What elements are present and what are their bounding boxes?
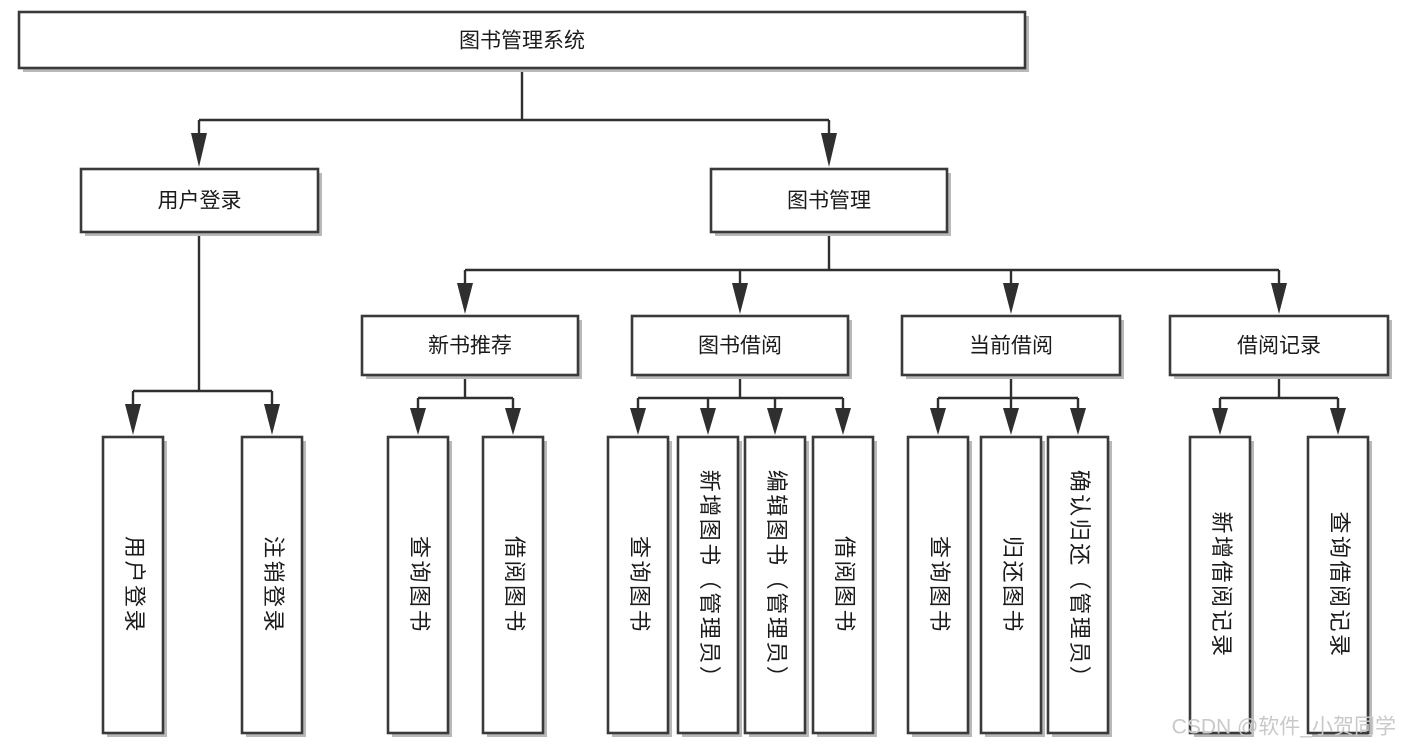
- node-root-box[interactable]: [17, 10, 1027, 70]
- leaf-query-book-borrow[interactable]: 查询图书: [606, 435, 672, 737]
- leaf-edit-book[interactable]: 编辑图书（管理员）: [743, 435, 809, 737]
- leaf-logout-box[interactable]: [240, 435, 304, 735]
- node-current-borrow[interactable]: 当前借阅: [900, 314, 1124, 379]
- leaf-add-record-label: 新增借阅记录: [1209, 511, 1234, 658]
- leaf-query-book-rec-box[interactable]: [386, 435, 450, 735]
- leaf-confirm-return-box[interactable]: [1046, 435, 1110, 735]
- leaf-return-book-box[interactable]: [979, 435, 1043, 735]
- arrow-head-book-manage: [821, 133, 837, 167]
- node-root-label: 图书管理系统: [459, 30, 585, 53]
- leaf-query-record[interactable]: 查询借阅记录: [1306, 435, 1372, 737]
- leaf-edit-book-box[interactable]: [743, 435, 807, 735]
- leaf-borrow-book-rec[interactable]: 借阅图书: [481, 435, 547, 737]
- node-book-borrow-box[interactable]: [630, 314, 850, 377]
- leaf-logout[interactable]: 注销登录: [240, 435, 306, 737]
- leaf-borrow-book-box[interactable]: [811, 435, 875, 735]
- node-book-borrow-label: 图书借阅: [698, 335, 782, 358]
- leaf-query-book-borrow-box[interactable]: [606, 435, 670, 735]
- arrow-head-leaf-logout: [264, 404, 280, 435]
- leaf-query-book-cur[interactable]: 查询图书: [906, 435, 972, 737]
- arrow-head-leaf-edit-book: [767, 408, 783, 435]
- arrow-head-leaf-query-book-cur: [930, 408, 946, 435]
- node-book-borrow[interactable]: 图书借阅: [630, 314, 852, 379]
- arrow-head-leaf-add-record: [1212, 408, 1228, 435]
- leaf-confirm-return[interactable]: 确认归还（管理员）: [1046, 435, 1112, 737]
- leaf-borrow-book[interactable]: 借阅图书: [811, 435, 877, 737]
- leaf-borrow-book-rec-box[interactable]: [481, 435, 545, 735]
- node-user-login[interactable]: 用户登录: [79, 167, 322, 236]
- leaf-return-book[interactable]: 归还图书: [979, 435, 1045, 737]
- leaf-query-book-cur-box[interactable]: [906, 435, 970, 735]
- arrow-head-leaf-query-book-borrow: [630, 408, 646, 435]
- node-borrow-record-label: 借阅记录: [1237, 335, 1321, 358]
- arrow-head-leaf-return-book: [1003, 408, 1019, 435]
- arrow-head-current-borrow: [1003, 283, 1019, 314]
- leaf-add-book-box[interactable]: [676, 435, 740, 735]
- leaf-query-book-rec-label: 查询图书: [407, 536, 432, 634]
- leaf-return-book-label: 归还图书: [1000, 536, 1025, 634]
- leaf-query-book-rec[interactable]: 查询图书: [386, 435, 452, 737]
- arrow-head-book-borrow: [732, 283, 748, 314]
- leaf-add-book-label: 新增图书（管理员）: [697, 470, 722, 691]
- leaf-borrow-book-label: 借阅图书: [832, 536, 857, 634]
- arrow-head-leaf-confirm-return: [1070, 408, 1086, 435]
- leaf-add-record[interactable]: 新增借阅记录: [1188, 435, 1254, 737]
- node-borrow-record[interactable]: 借阅记录: [1168, 314, 1392, 379]
- node-current-borrow-label: 当前借阅: [969, 335, 1053, 358]
- arrow-head-leaf-query-record: [1330, 408, 1346, 435]
- node-borrow-record-box[interactable]: [1168, 314, 1390, 377]
- arrow-head-new-book-rec: [457, 283, 473, 314]
- leaf-user-login-label: 用户登录: [122, 536, 147, 634]
- arrow-head-leaf-query-book-rec: [410, 408, 426, 435]
- leaf-user-login-box[interactable]: [101, 435, 165, 735]
- leaf-confirm-return-label: 确认归还（管理员）: [1067, 470, 1092, 691]
- leaf-query-book-cur-label: 查询图书: [927, 536, 952, 634]
- node-new-book-rec[interactable]: 新书推荐: [360, 314, 582, 379]
- node-user-login-label: 用户登录: [158, 190, 242, 213]
- csdn-watermark: CSDN @软件_小贺同学: [1172, 716, 1396, 739]
- arrow-head-leaf-user-login: [125, 404, 141, 435]
- leaf-query-record-box[interactable]: [1306, 435, 1370, 735]
- node-user-login-box[interactable]: [79, 167, 320, 234]
- node-root[interactable]: 图书管理系统: [17, 10, 1029, 72]
- leaf-user-login[interactable]: 用户登录: [101, 435, 167, 737]
- arrow-head-leaf-borrow-book: [835, 408, 851, 435]
- arrow-head-user-login: [191, 133, 207, 167]
- node-book-manage-label: 图书管理: [787, 190, 871, 213]
- connector-layer: [125, 68, 1346, 435]
- arrow-head-leaf-add-book: [700, 408, 716, 435]
- leaf-edit-book-label: 编辑图书（管理员）: [764, 470, 789, 691]
- node-book-manage-box[interactable]: [709, 167, 949, 234]
- leaf-borrow-book-rec-label: 借阅图书: [502, 536, 527, 634]
- node-new-book-rec-box[interactable]: [360, 314, 580, 377]
- node-book-manage[interactable]: 图书管理: [709, 167, 951, 236]
- node-new-book-rec-label: 新书推荐: [428, 335, 512, 358]
- arrow-head-leaf-borrow-book-rec: [505, 408, 521, 435]
- arrow-head-borrow-record: [1271, 283, 1287, 314]
- leaf-add-book[interactable]: 新增图书（管理员）: [676, 435, 742, 737]
- node-current-borrow-box[interactable]: [900, 314, 1122, 377]
- leaf-logout-label: 注销登录: [261, 536, 286, 634]
- leaf-query-book-borrow-label: 查询图书: [627, 536, 652, 634]
- leaf-add-record-box[interactable]: [1188, 435, 1252, 735]
- leaf-query-record-label: 查询借阅记录: [1327, 511, 1352, 658]
